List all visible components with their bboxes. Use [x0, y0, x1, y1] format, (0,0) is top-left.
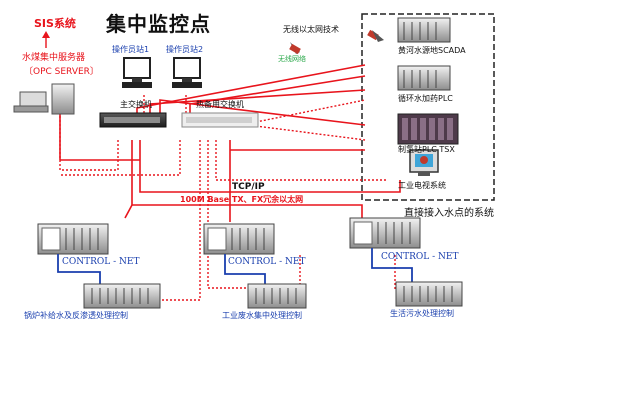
remote-item-3-label: 制氢站PLC TSX	[398, 145, 455, 154]
backup-switch-label: 热备用交换机	[196, 100, 244, 109]
operator-station-2-icon	[172, 57, 202, 88]
server-label: 水煤集中服务器	[22, 53, 86, 63]
ethernet-spec-label: 100M Base TX、FX冗余以太网	[180, 195, 304, 204]
plant-1-plc-icon	[37, 223, 109, 255]
new-point-label: 直接接入水点的系统	[404, 208, 494, 219]
plant-2-name-label: 工业废水集中处理控制	[222, 311, 302, 320]
cctv-monitor-icon	[409, 149, 439, 176]
remote-plc-1-icon	[397, 17, 451, 43]
wireless-antenna-icon	[289, 42, 301, 55]
plant-2-plc-icon	[203, 223, 275, 255]
backup-switch-icon	[181, 112, 259, 128]
operator-station-1-icon	[122, 57, 152, 88]
sis-label: SIS系统	[34, 17, 76, 30]
remote-item-2-label: 循环水加药PLC	[398, 94, 453, 103]
wireless-antenna-remote-icon	[367, 29, 384, 42]
plant-2-control-net-label: CONTROL - NET	[228, 257, 306, 267]
wireless-label: 无线以太网技术	[283, 25, 339, 34]
plant-3-control-net-label: CONTROL - NET	[381, 252, 459, 262]
main-switch-label: 主交换机	[120, 100, 152, 109]
network-lines	[59, 64, 401, 222]
page-title: 集中监控点	[106, 12, 211, 36]
plant-3-io-rack-icon	[395, 281, 463, 307]
plant-2-io-rack-icon	[247, 283, 307, 309]
remote-item-4-label: 工业电视系统	[398, 181, 446, 190]
opc-server-icon	[13, 83, 75, 115]
remote-systems-box	[361, 13, 495, 201]
remote-tsx-plc-icon	[397, 113, 459, 145]
opc-server-label: 〔OPC SERVER〕	[24, 67, 99, 77]
wireless-tag: 无线网络	[278, 55, 306, 63]
protocol-label: TCP/IP	[232, 182, 265, 192]
remote-item-1-label: 黄河水源地SCADA	[398, 46, 466, 55]
main-switch-icon	[99, 112, 167, 128]
plant-1-control-net-label: CONTROL - NET	[62, 257, 140, 267]
sis-arrow-head-icon	[42, 31, 50, 38]
plant-3-plc-icon	[349, 217, 421, 249]
control-net-links	[57, 248, 413, 284]
plant-1-io-rack-icon	[83, 283, 161, 309]
remote-plc-2-icon	[397, 65, 451, 91]
operator-station-1-label: 操作员站1	[112, 45, 150, 54]
plant-1-name-label: 锅炉补给水及反渗透处理控制	[24, 311, 128, 320]
operator-station-2-label: 操作员站2	[166, 45, 204, 54]
plant-3-name-label: 生活污水处理控制	[390, 309, 454, 318]
